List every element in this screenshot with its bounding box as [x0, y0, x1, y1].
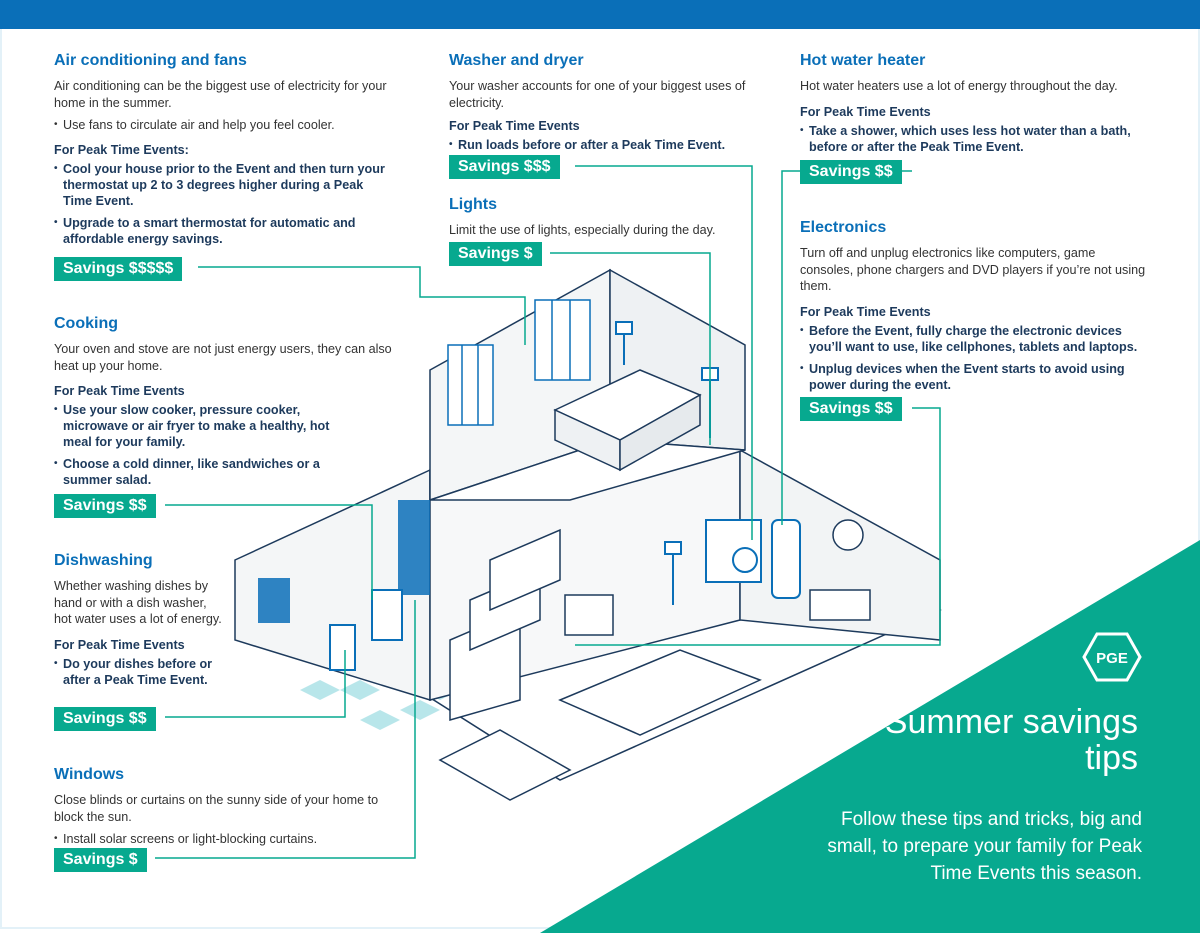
heater-peak-label: For Peak Time Events	[800, 104, 931, 119]
windows-body: Close blinds or curtains on the sunny si…	[54, 793, 379, 824]
pge-logo-text: PGE	[1096, 650, 1128, 667]
section-cooking: Cooking Your oven and stove are not just…	[54, 315, 394, 494]
stove	[371, 589, 403, 641]
heater-peak-tip: Take a shower, which uses less hot water…	[800, 123, 1150, 155]
cooking-peak-tip: Choose a cold dinner, like sandwiches or…	[54, 456, 344, 488]
electronics-heading: Electronics	[800, 219, 887, 236]
ac-tip: Use fans to circulate air and help you f…	[54, 117, 394, 133]
cooking-peak-label: For Peak Time Events	[54, 384, 185, 398]
section-ac: Air conditioning and fans Air conditioni…	[54, 52, 394, 253]
cooking-peak-tips: Use your slow cooker, pressure cooker, m…	[54, 402, 344, 488]
heater-body: Hot water heaters use a lot of energy th…	[800, 79, 1118, 93]
ac-body: Air conditioning can be the biggest use …	[54, 79, 387, 110]
washer-body: Your washer accounts for one of your big…	[449, 79, 746, 110]
lights-savings-badge: Savings $	[449, 242, 542, 266]
dish-heading: Dishwashing	[54, 552, 153, 569]
ac-peak-label: For Peak Time Events:	[54, 143, 189, 157]
windows-tip: Install solar screens or light-blocking …	[54, 831, 399, 847]
washer-peak-label: For Peak Time Events	[449, 119, 580, 133]
electronics-peak-label: For Peak Time Events	[800, 304, 931, 319]
ac-peak-tip: Cool your house prior to the Event and t…	[54, 161, 394, 209]
kitchen-window	[258, 578, 290, 623]
living-window	[398, 500, 430, 595]
lights-body: Limit the use of lights, especially duri…	[449, 223, 716, 237]
electronics-peak-tip: Unplug devices when the Event starts to …	[800, 361, 1150, 393]
curtains	[447, 299, 591, 426]
hero-tagline: Follow these tips and tricks, big and sm…	[827, 809, 1142, 884]
ac-tips: Use fans to circulate air and help you f…	[54, 117, 394, 133]
section-heater: Hot water heater Hot water heaters use a…	[800, 52, 1150, 161]
dish-peak-tip: Do your dishes before or after a Peak Ti…	[54, 656, 226, 688]
green-corner	[540, 540, 1200, 933]
ac-heading: Air conditioning and fans	[54, 52, 247, 69]
cooking-body: Your oven and stove are not just energy …	[54, 342, 392, 373]
windows-heading: Windows	[54, 766, 125, 783]
dishwasher	[329, 624, 356, 671]
electronics-peak-tip: Before the Event, fully charge the elect…	[800, 323, 1150, 355]
washer-savings-badge: Savings $$$	[449, 155, 560, 179]
washer-peak-tips: Run loads before or after a Peak Time Ev…	[449, 137, 749, 153]
dish-savings-badge: Savings $$	[54, 707, 156, 731]
cooking-savings-badge: Savings $$	[54, 494, 156, 518]
cooking-heading: Cooking	[54, 315, 118, 332]
heater-peak-tips: Take a shower, which uses less hot water…	[800, 123, 1150, 155]
dish-body: Whether washing dishes by hand or with a…	[54, 579, 222, 626]
ac-peak-tips: Cool your house prior to the Event and t…	[54, 161, 394, 247]
tv	[564, 594, 614, 636]
lights-heading: Lights	[449, 196, 497, 213]
windows-savings-badge: Savings $	[54, 848, 147, 872]
section-windows: Windows Close blinds or curtains on the …	[54, 766, 399, 853]
pge-logo: PGE	[1082, 632, 1142, 687]
dish-peak-label: For Peak Time Events	[54, 637, 185, 652]
pge-logo-icon: PGE	[1082, 632, 1142, 682]
connector-lines	[155, 165, 941, 859]
hero-title: Summer savings tips	[884, 703, 1138, 777]
dining-table	[438, 729, 572, 801]
windows-tips: Install solar screens or light-blocking …	[54, 831, 399, 847]
cooking-peak-tip: Use your slow cooker, pressure cooker, m…	[54, 402, 344, 450]
washer-peak-tip: Run loads before or after a Peak Time Ev…	[449, 137, 749, 153]
electronics-peak-tips: Before the Event, fully charge the elect…	[800, 323, 1150, 393]
water-heater	[771, 519, 801, 599]
washer-heading: Washer and dryer	[449, 52, 584, 69]
ac-peak-tip: Upgrade to a smart thermostat for automa…	[54, 215, 394, 247]
stairs	[449, 528, 561, 721]
electronics-savings-badge: Savings $$	[800, 397, 902, 421]
bathtub	[809, 589, 871, 621]
section-washer: Washer and dryer Your washer accounts fo…	[449, 52, 749, 159]
couch	[558, 649, 762, 736]
dish-peak-tips: Do your dishes before or after a Peak Ti…	[54, 656, 226, 688]
bedroom-floor	[429, 439, 746, 501]
bath-fan	[832, 519, 864, 551]
section-dishwashing: Dishwashing Whether washing dishes by ha…	[54, 552, 226, 694]
section-lights: Lights Limit the use of lights, especial…	[449, 196, 749, 245]
electronics-body: Turn off and unplug electronics like com…	[800, 246, 1146, 293]
ac-savings-badge: Savings $$$$$	[54, 257, 183, 281]
top-bar	[0, 0, 1200, 29]
heater-heading: Hot water heater	[800, 52, 926, 69]
section-electronics: Electronics Turn off and unplug electron…	[800, 219, 1150, 399]
heater-savings-badge: Savings $$	[800, 160, 902, 184]
